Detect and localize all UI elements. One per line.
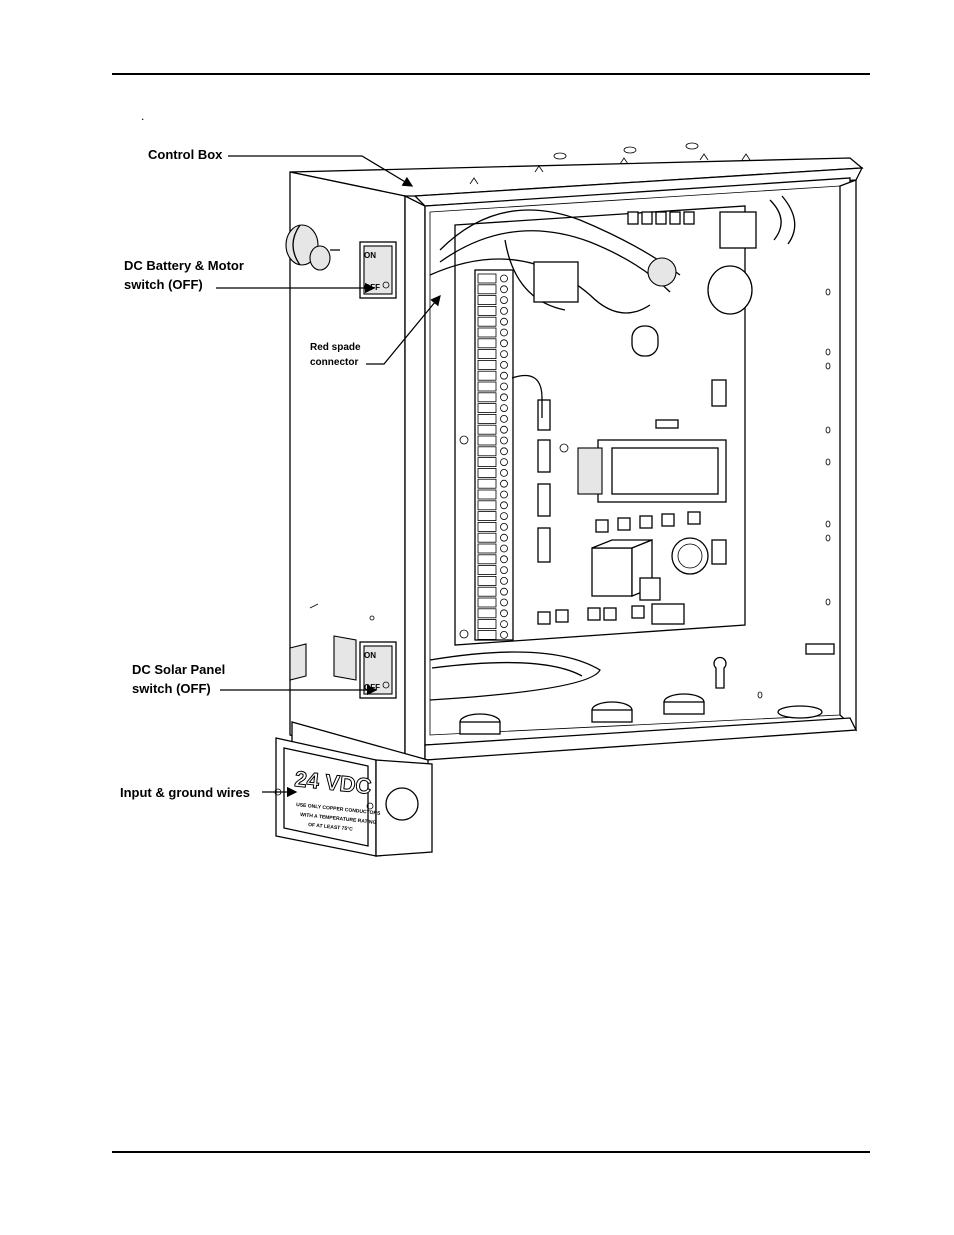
callout-dc-solar-line2: switch (OFF) [132,681,211,696]
terminal-screw [500,274,508,283]
terminal-block [477,586,497,597]
callout-leaders [216,155,441,798]
terminal-screw [500,577,508,585]
terminal-block [477,273,497,284]
terminal-block [477,500,497,511]
terminal-screw [500,620,508,628]
terminal-block [477,316,497,327]
terminal-block [477,619,497,629]
callout-red-spade-line2: connector [310,357,359,368]
terminal-screw [500,631,508,639]
terminal-block [477,457,497,468]
left-side-panel: ON OFF ON OFF [285,171,426,766]
terminal-screw [500,382,508,391]
terminal-screw [500,512,508,520]
terminal-screw [500,544,508,553]
terminal-block [477,543,497,554]
switch-on-text: ON [364,251,376,260]
terminal-block [477,413,497,424]
terminal-block [477,327,497,338]
bottom-knockouts [429,651,823,735]
terminal-screw [500,609,508,618]
terminal-screw [500,371,508,380]
terminal-screw [500,404,508,413]
terminal-screw [500,436,508,445]
plate-notice-line3: OF AT LEAST 75°C [308,822,354,833]
terminal-screw [500,555,508,564]
terminal-block [477,597,497,608]
callout-input-ground: Input & ground wires [120,785,250,800]
terminal-screw [500,598,508,607]
terminal-block [477,295,497,306]
terminal-block [477,489,497,500]
callout-control-box: Control Box [148,147,223,162]
terminal-screw [500,306,508,315]
terminal-block [477,478,497,489]
terminal-screw [500,533,508,542]
terminal-block [477,608,497,619]
terminal-screw [500,587,508,596]
terminal-block [477,381,497,392]
terminal-block [477,576,497,586]
terminal-screw [500,317,508,326]
terminal-screw [500,425,508,434]
terminal-block [477,392,497,403]
terminal-block [477,338,497,349]
terminal-screw [500,468,508,477]
terminal-strip [474,269,514,641]
terminal-block [477,467,497,478]
terminal-block [477,630,497,640]
terminal-block [477,359,497,370]
terminal-block [477,532,497,543]
terminal-screw [500,447,508,456]
terminal-block [477,511,497,522]
terminal-block [477,554,497,565]
leader-red-spade [366,294,441,365]
stray-dot: . [141,109,145,123]
terminal-block [477,435,497,446]
terminal-screw [500,350,508,359]
header-rule [112,73,870,75]
terminal-block [477,370,497,381]
terminal-block [477,565,497,575]
terminal-block [477,305,497,316]
callout-dc-battery-line1: DC Battery & Motor [124,258,244,273]
terminal-screw [500,479,508,488]
terminal-screw [500,360,508,369]
terminal-screw [500,296,508,305]
terminal-screw [500,328,508,337]
solar-switch-on-text: ON [364,651,376,660]
footer-rule [112,1151,870,1153]
terminal-screw [500,393,508,402]
terminal-block [477,522,497,532]
terminal-screw [500,523,508,531]
terminal-block [477,446,497,457]
terminal-screw [500,566,508,574]
terminal-screw [500,414,508,423]
callout-red-spade-line1: Red spade [310,342,361,353]
callout-dc-solar-line1: DC Solar Panel [132,662,226,677]
terminal-screw [500,285,508,294]
terminal-screw [500,490,508,499]
terminal-screw [500,501,508,510]
terminal-block [477,424,497,435]
leader-control-box [228,155,414,187]
callout-dc-battery-line2: switch (OFF) [124,277,203,292]
circuit-board [429,195,796,646]
terminal-screw [500,458,508,467]
terminal-screw [500,339,508,348]
terminal-block [477,349,497,360]
terminal-block [477,403,497,414]
input-plate: 24 VDC USE ONLY COPPER CONDUCTORS WITH A… [274,721,433,857]
terminal-block [477,284,497,295]
